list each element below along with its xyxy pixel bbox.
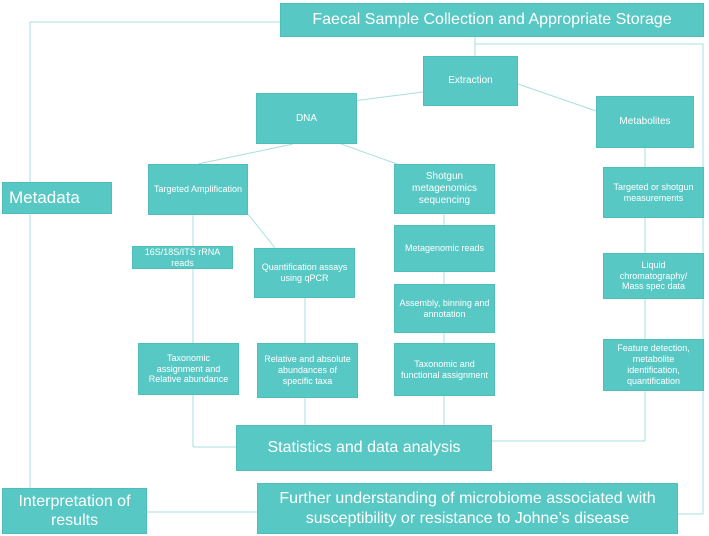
relative-absolute-label: Relative and absolute abundances of spec… [264,354,351,386]
rrna-reads-label: 16S/18S/ITS rRNA reads [144,246,221,268]
targeted-amplification-box: Targeted Amplification [148,164,248,215]
shotgun-sequencing-label: Shotgun metagenomics sequencing [411,171,478,206]
further-understanding-box: Further understanding of microbiome asso… [257,483,678,534]
further-understanding-label: Further understanding of microbiome asso… [279,490,656,527]
faecal-sample-collection-label: Faecal Sample Collection and Appropriate… [312,11,672,29]
metadata-label: Metadata [9,187,80,207]
metabolites-box: Metabolites [596,96,694,148]
taxonomic-relative-box: Taxonomic assignment and Relative abunda… [138,343,239,395]
interpretation-label: Interpretation of results [18,492,131,529]
metagenomic-reads-label: Metagenomic reads [404,243,485,254]
relative-absolute-box: Relative and absolute abundances of spec… [257,343,358,398]
statistics-label: Statistics and data analysis [267,439,461,457]
assembly-box: Assembly, binning and annotation [394,284,495,333]
assembly-label: Assembly, binning and annotation [399,297,490,319]
shotgun-sequencing-box: Shotgun metagenomics sequencing [394,164,495,214]
taxonomic-relative-label: Taxonomic assignment and Relative abunda… [148,352,229,385]
metadata-box: Metadata [2,182,112,214]
extraction-box: Extraction [423,56,518,106]
feature-detection-box: Feature detection, metabolite identifica… [603,339,704,391]
taxonomic-functional-box: Taxonomic and functional assignment [394,343,495,396]
metabolites-label: Metabolites [619,116,671,127]
qpcr-label: Quantification assays using qPCR [261,262,348,283]
statistics-box: Statistics and data analysis [236,425,492,471]
faecal-sample-collection-box: Faecal Sample Collection and Appropriate… [280,3,704,37]
lcms-box: Liquid chromatography/ Mass spec data [603,253,704,299]
metagenomic-reads-box: Metagenomic reads [394,225,495,272]
taxonomic-functional-label: Taxonomic and functional assignment [400,358,489,380]
dna-box: DNA [256,93,357,144]
feature-detection-label: Feature detection, metabolite identifica… [617,343,690,386]
dna-label: DNA [295,112,318,124]
targeted-shotgun-measurements-label: Targeted or shotgun measurements [613,181,694,203]
rrna-reads-label-box: 16S/18S/ITS rRNA reads [132,246,233,269]
extraction-label: Extraction [448,75,493,86]
qpcr-box: Quantification assays using qPCR [254,248,355,298]
targeted-amplification-label: Targeted Amplification [153,184,243,195]
targeted-shotgun-measurements-box: Targeted or shotgun measurements [603,167,704,218]
interpretation-box: Interpretation of results [2,488,147,534]
lcms-label: Liquid chromatography/ Mass spec data [619,259,688,292]
